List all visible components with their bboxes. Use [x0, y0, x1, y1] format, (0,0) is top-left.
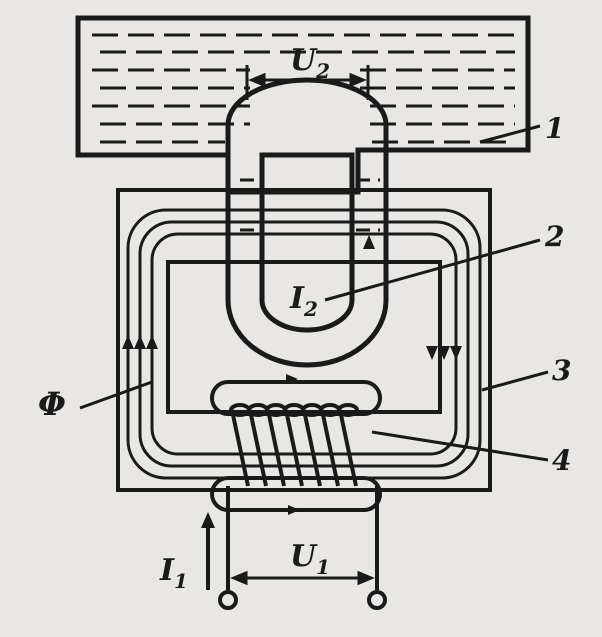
- flux-arrows-up: [122, 335, 158, 349]
- coil-current-arrow-top: [286, 374, 298, 384]
- secondary-current-arrow: [363, 235, 375, 249]
- i1-label: I1: [159, 553, 188, 593]
- flux-arrows-down: [426, 346, 462, 360]
- u1-dimension: [230, 570, 375, 586]
- callout-1-leader: [479, 124, 541, 144]
- secondary-channel: [225, 77, 389, 368]
- callout-3-leader: [481, 370, 549, 392]
- callout-2: 2: [544, 220, 564, 253]
- molten-metal-surface: [92, 33, 515, 144]
- callout-4: 4: [552, 444, 571, 477]
- phi-label: Φ: [38, 385, 66, 423]
- i1-arrow: [201, 512, 215, 590]
- coil-windings: [229, 403, 359, 487]
- terminal-left: [218, 590, 238, 610]
- terminal-right: [367, 590, 387, 610]
- callout-1: 1: [545, 112, 564, 145]
- u2-label: U2: [290, 43, 330, 83]
- callout-3: 3: [552, 354, 571, 387]
- primary-leads: [226, 486, 379, 590]
- u2-dimension: [245, 65, 370, 100]
- u1-label: U1: [290, 539, 330, 579]
- coil-current-arrow-bottom: [288, 505, 300, 515]
- callout-4-leader: [371, 430, 549, 462]
- phi-leader: [79, 380, 153, 410]
- callout-2-leader: [324, 238, 541, 302]
- magnetic-flux-lines: [126, 208, 482, 480]
- i2-label: I2: [289, 281, 318, 321]
- secondary-metal-dashes: [240, 178, 380, 232]
